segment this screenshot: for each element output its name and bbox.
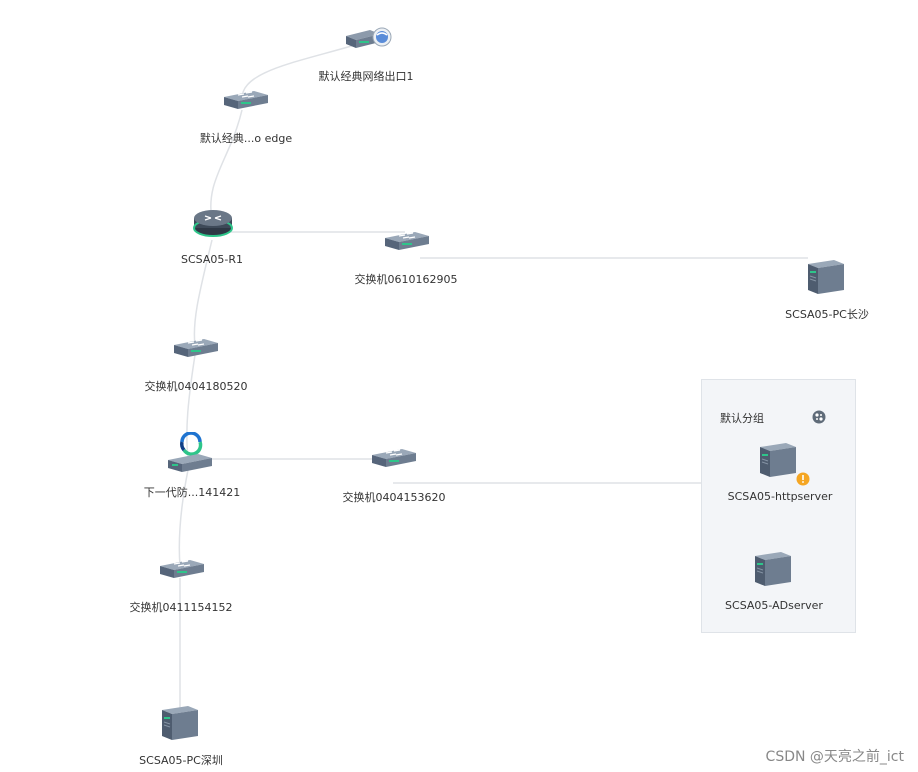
node-label: 交换机0404180520	[144, 380, 248, 393]
router-icon	[193, 210, 233, 237]
server-icon	[808, 260, 844, 294]
edge-exit-edge	[241, 41, 366, 101]
edge-sw0404180520-ngfw	[186, 354, 196, 459]
node-label: 交换机0404153620	[342, 491, 446, 504]
csdn-watermark: CSDN @天亮之前_ict	[765, 749, 904, 765]
switch-icon	[372, 449, 416, 467]
edge-r1-sw0404180520	[193, 239, 213, 346]
node-label: 交换机0610162905	[354, 273, 458, 286]
switch-icon	[385, 232, 429, 250]
switch-icon	[174, 339, 218, 357]
node-label: 交换机0411154152	[129, 601, 233, 614]
node-label: 默认经典网络出口1	[318, 70, 414, 83]
group-toggle-icon[interactable]	[812, 410, 826, 424]
server-icon	[755, 552, 791, 586]
edge-ngfw-sw0411	[178, 469, 189, 567]
switch-icon	[160, 560, 204, 578]
edge-edge-r1	[210, 109, 243, 221]
internet-gateway-icon	[346, 27, 392, 48]
node-label: 下一代防...141421	[143, 486, 241, 499]
switch-icon	[224, 91, 268, 109]
node-label: SCSA05-R1	[181, 253, 243, 266]
connection-lines	[178, 41, 808, 712]
warning-icon	[796, 472, 810, 486]
node-label: 默认经典...o edge	[199, 132, 293, 145]
server-icon	[162, 706, 198, 740]
node-label: SCSA05-ADserver	[725, 599, 823, 612]
node-label: SCSA05-httpserver	[727, 490, 833, 503]
firewall-icon	[168, 432, 212, 472]
node-label: SCSA05-PC长沙	[785, 308, 869, 321]
group-title: 默认分组	[720, 412, 764, 425]
server-icon	[760, 443, 796, 477]
default-group-box[interactable]: 默认分组	[701, 379, 856, 633]
node-label: SCSA05-PC深圳	[139, 754, 223, 767]
